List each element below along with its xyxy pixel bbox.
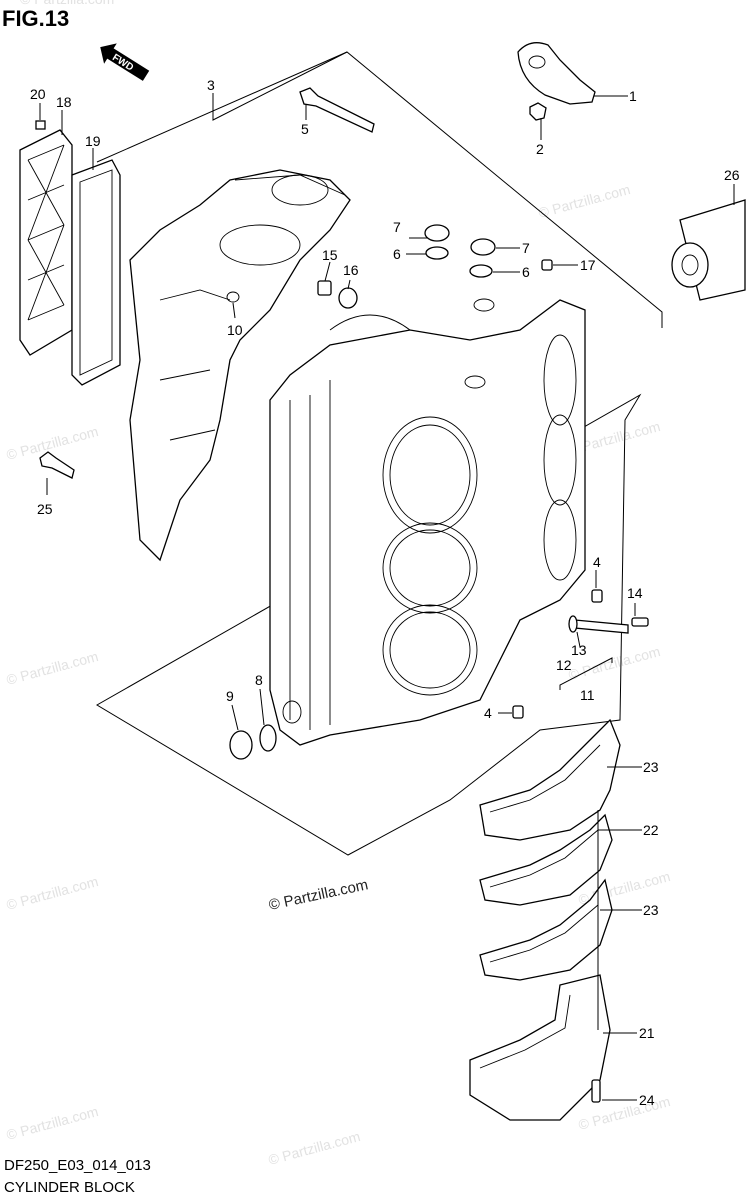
bolt-24-part [591, 1079, 601, 1103]
faded-watermark: © Partzilla.com [5, 1103, 100, 1143]
callout-1: 1 [629, 88, 637, 104]
callout-25: 25 [37, 501, 53, 517]
callout-22: 22 [643, 822, 659, 838]
gasket-6-part [425, 246, 449, 260]
callout-13: 13 [571, 642, 587, 658]
callout-7: 7 [522, 240, 530, 256]
fitting-4-part [512, 705, 524, 719]
exhaust-cover-gasket-part [71, 159, 121, 386]
callout-21: 21 [639, 1025, 655, 1041]
gasket-22-part [479, 813, 613, 906]
fitting-4-part [591, 589, 603, 603]
callout-6: 6 [393, 246, 401, 262]
callout-26: 26 [724, 167, 740, 183]
cylinder-block-part [129, 169, 586, 746]
callout-9: 9 [226, 688, 234, 704]
callout-14: 14 [627, 585, 643, 601]
callout-15: 15 [322, 247, 338, 263]
bracket-part [517, 42, 596, 105]
bolt-25-part [39, 451, 75, 479]
callout-6: 6 [522, 264, 530, 280]
assembly-frame [96, 51, 663, 856]
callout-labels: 1 2 3 4 4 5 6 6 7 7 8 9 10 11 12 13 14 1… [30, 77, 740, 1108]
faded-watermark: © Partzilla.com [5, 873, 100, 913]
bolt-5-part [299, 87, 375, 133]
bracket-11-part [559, 657, 613, 690]
figure-caption: CYLINDER BLOCK [4, 1179, 135, 1196]
exhaust-cover-part [19, 129, 73, 356]
partzilla-watermark: © Partzilla.com [267, 876, 369, 914]
callout-4: 4 [484, 705, 492, 721]
screw-14-part [631, 617, 649, 627]
faded-watermark: © Partzilla.com [267, 1128, 362, 1168]
callout-16: 16 [343, 262, 359, 278]
callout-18: 18 [56, 94, 72, 110]
plug-9-part [229, 730, 253, 760]
o-ring-13-part [568, 615, 578, 633]
faded-watermark: © Partzilla.com [577, 1093, 672, 1133]
callout-3: 3 [207, 77, 215, 93]
gasket-6-part [469, 264, 493, 278]
callout-5: 5 [301, 121, 309, 137]
callout-24: 24 [639, 1092, 655, 1108]
plug-7-part [424, 224, 450, 242]
callout-12: 12 [556, 657, 572, 673]
callout-2: 2 [536, 141, 544, 157]
callout-19: 19 [85, 133, 101, 149]
callout-20: 20 [30, 86, 46, 102]
seal-16-part [338, 287, 358, 309]
fwd-arrow-icon: FWD [100, 43, 150, 81]
svg-text:© Partzilla.com: © Partzilla.com [267, 876, 369, 914]
gasket-21-part [469, 974, 611, 1121]
fitting-17-part [541, 259, 553, 271]
bolt-2-part [529, 102, 547, 121]
callout-23: 23 [643, 759, 659, 775]
faded-watermark: © Partzilla.com [20, 0, 114, 7]
drawing-code: DF250_E03_014_013 [4, 1157, 151, 1174]
callout-4: 4 [593, 554, 601, 570]
shaft-12-part [574, 619, 629, 634]
leader-lines [39, 51, 735, 1101]
plug-7-part [470, 238, 496, 256]
gasket-8-part [259, 724, 277, 752]
faded-watermark: © Partzilla.com [537, 181, 632, 221]
callout-17: 17 [580, 257, 596, 273]
callout-10: 10 [227, 322, 243, 338]
callout-23: 23 [643, 902, 659, 918]
callout-11: 11 [580, 687, 595, 703]
callout-7: 7 [393, 219, 401, 235]
oil-filter-part [671, 199, 746, 301]
faded-watermark: © Partzilla.com [5, 648, 100, 688]
bolt-20-part [35, 120, 46, 130]
figure-title: FIG.13 [2, 6, 69, 31]
plug-15-part [317, 280, 332, 296]
callout-8: 8 [255, 672, 263, 688]
